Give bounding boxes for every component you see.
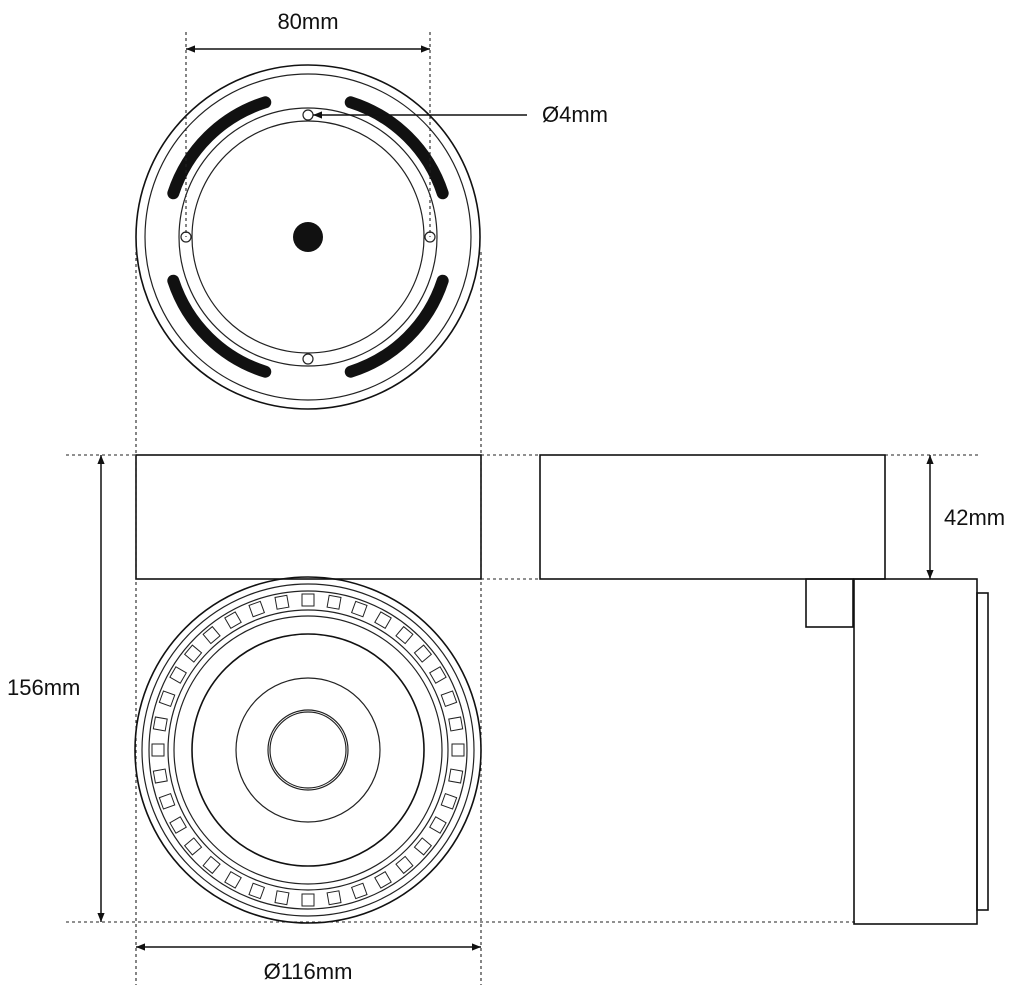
cooling-fin <box>224 871 242 889</box>
cooling-fin <box>448 716 464 732</box>
cooling-fin <box>350 882 368 900</box>
cooling-fin <box>202 855 221 875</box>
cooling-fin <box>158 792 176 810</box>
cooling-fin <box>451 743 465 757</box>
cooling-fin <box>151 743 165 757</box>
cooling-fin <box>440 690 458 708</box>
slot-openings <box>167 96 449 378</box>
cooling-fin <box>224 611 242 629</box>
cooling-fin <box>183 837 203 856</box>
cooling-fin <box>158 690 176 708</box>
cooling-fin <box>202 625 221 645</box>
side-lamp-rim <box>976 592 989 911</box>
cooling-fin <box>274 890 290 906</box>
cooling-fin <box>429 666 447 684</box>
cooling-fin <box>448 768 464 784</box>
cooling-fin <box>152 768 168 784</box>
cooling-fin <box>152 716 168 732</box>
cooling-fin <box>440 792 458 810</box>
front-view <box>134 454 482 924</box>
cooling-fin <box>413 644 433 663</box>
cooling-fin <box>350 600 368 618</box>
cooling-fin <box>374 611 392 629</box>
dimension-lines <box>97 45 934 951</box>
cooling-fin <box>395 855 414 875</box>
side-mount-block <box>539 454 886 580</box>
body-diameter-label: Ø116mm <box>264 959 353 984</box>
cooling-fin <box>248 600 266 618</box>
cooling-fins <box>151 593 465 907</box>
cooling-fin <box>395 625 414 645</box>
side-view <box>539 454 989 925</box>
cooling-fin <box>169 666 187 684</box>
cooling-fin <box>183 644 203 663</box>
cooling-fin <box>429 816 447 834</box>
mount-height-label: 42mm <box>944 505 1005 530</box>
center-hole <box>293 222 323 252</box>
hole-diameter-label: Ø4mm <box>542 102 608 127</box>
front-mount-block <box>135 454 482 580</box>
cooling-fin <box>301 593 315 607</box>
cooling-fin <box>374 871 392 889</box>
total-height-label: 156mm <box>7 675 80 700</box>
top-width-label: 80mm <box>277 9 338 34</box>
extension-lines <box>66 32 980 985</box>
side-connector <box>805 578 854 628</box>
cooling-fin <box>248 882 266 900</box>
cooling-fin <box>326 890 342 906</box>
cooling-fin <box>169 816 187 834</box>
cooling-fin <box>301 893 315 907</box>
cooling-fin <box>326 594 342 610</box>
cooling-fin <box>274 594 290 610</box>
side-lamp-body <box>853 578 978 925</box>
top-view <box>135 64 481 410</box>
cooling-fin <box>413 837 433 856</box>
